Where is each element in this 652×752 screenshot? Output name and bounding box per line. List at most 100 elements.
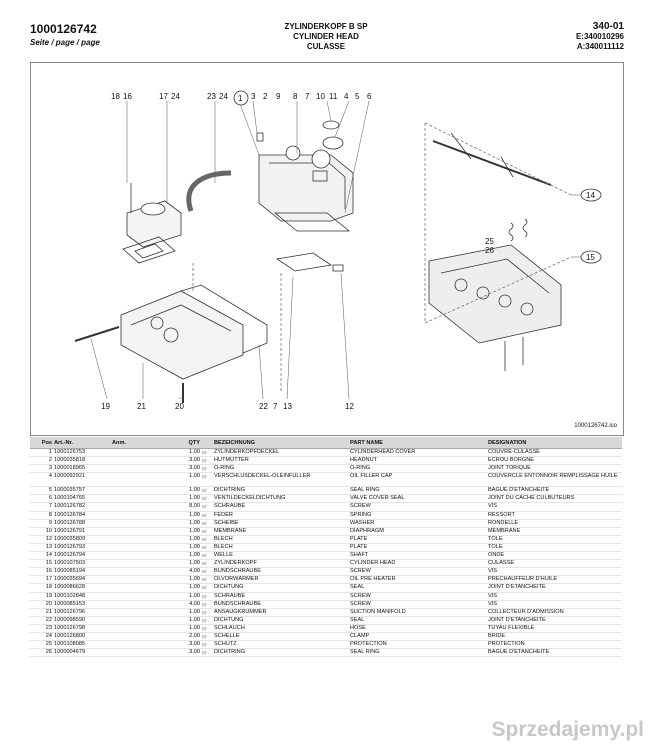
cell-anm [112, 520, 170, 527]
cell-anm [112, 568, 170, 575]
cell-designation: RESSORT [488, 511, 515, 518]
cell-designation: BAGUE D'ÉTANCHÉITÉ [488, 487, 550, 494]
cell-designation: PROTECTION [488, 641, 525, 648]
cell-part-name: SEAL RING [350, 649, 380, 656]
cell-part-name: OIL FILLER CAP [350, 473, 393, 480]
cell-qty: 1,00 [189, 519, 200, 526]
callout-18: 18 [111, 92, 120, 101]
cell-unit: ST [202, 585, 208, 591]
cell-designation: VIS [488, 592, 498, 599]
cell-pos: 5 [48, 487, 52, 494]
cell-part-name: SCREW [350, 503, 371, 510]
cell-designation: TÔLE [488, 543, 503, 550]
cell-pos: 23 [45, 624, 52, 631]
cell-part-name: SCREW [350, 568, 371, 575]
cell-anm [112, 503, 170, 510]
cell-anm [112, 465, 170, 472]
callout-6: 6 [367, 92, 372, 101]
cell-qty: 1,00 [189, 487, 200, 494]
cell-pos: 9 [48, 519, 52, 526]
cell-pos: 10 [45, 527, 52, 534]
callout-1: 1 [238, 94, 243, 103]
cell-qty: 1,00 [189, 527, 200, 534]
cell-qty: 1,00 [189, 608, 200, 615]
cell-unit: ST [202, 536, 208, 542]
cell-part-name: SHAFT [350, 552, 369, 559]
cell-anm [112, 495, 170, 502]
cell-part-name: CYLINDERHEAD COVER [350, 449, 416, 455]
cell-art-nr: 1000126793 [54, 543, 86, 550]
cell-bezeichnung: ANSAUGKRÜMMER [214, 608, 267, 615]
cell-qty: 3,00 [189, 641, 200, 648]
cell-bezeichnung: DICHTRING [214, 487, 246, 494]
section-number: 340-01 [592, 21, 624, 32]
cell-pos: 13 [45, 543, 52, 550]
cell-qty: 3,00 [189, 649, 200, 656]
callout-5: 5 [355, 92, 360, 101]
title-de: ZYLINDERKOPF B SP [284, 22, 368, 31]
cell-qty: 3,00 [189, 457, 200, 464]
cell-bezeichnung: VERSCHLUßDECKEL-ÖLEINFÜLLER [214, 473, 311, 480]
cell-part-name: WASHER [350, 519, 375, 526]
cell-part-name: HEADNUT [350, 457, 378, 464]
cell-qty: 4,00 [189, 568, 200, 575]
cell-designation: JOINT D'ÉTANCHÉITÉ [488, 616, 546, 623]
cell-qty: 1,00 [189, 616, 200, 623]
cell-qty: 2,00 [189, 632, 200, 639]
callout-23: 23 [207, 92, 216, 101]
cell-art-nr: 1000018965 [54, 465, 86, 472]
callout-9: 9 [276, 92, 281, 101]
cell-qty: 8,00 [189, 503, 200, 510]
title-en: CYLINDER HEAD [293, 32, 359, 41]
cell-bezeichnung: SCHRAUBE [214, 503, 246, 510]
callout-24: 24 [171, 92, 180, 101]
cell-bezeichnung: BLECH [214, 535, 233, 542]
cell-qty: 1,00 [189, 535, 200, 542]
cell-art-nr: 1000108085 [54, 641, 86, 648]
watermark-logo: Sprzedajemy.pl [491, 718, 645, 741]
cell-unit: ST [202, 528, 208, 534]
cell-unit: ST [202, 496, 208, 502]
cell-designation: VIS [488, 568, 498, 575]
cell-art-nr: 1000035818 [54, 457, 86, 464]
cell-designation: BRIDE [488, 632, 506, 639]
cell-designation: ONDE [488, 552, 505, 559]
cell-qty: 1,00 [189, 511, 200, 518]
cell-part-name: SCREW [350, 592, 371, 599]
cell-pos: 26 [45, 649, 52, 656]
cell-bezeichnung: DICHTUNG [214, 584, 244, 591]
cell-designation: COUVERCLE ENTONNOIR REMPLISSAGE HUILE [488, 473, 618, 480]
cell-bezeichnung: BLECH [214, 543, 233, 550]
cell-part-name: SUCTION MANIFOLD [350, 608, 406, 615]
cell-pos: 24 [45, 632, 52, 639]
cell-bezeichnung: BUNDSCHRAUBE [214, 568, 261, 575]
cell-art-nr: 1000104765 [54, 495, 86, 502]
cell-part-name: CYLINDER HEAD [350, 560, 396, 567]
cell-unit: ST [202, 642, 208, 648]
col-des: DESIGNATION [488, 439, 527, 446]
cell-pos: 18 [45, 584, 52, 591]
cell-unit: ST [202, 450, 208, 455]
cell-art-nr: 1000035694 [54, 576, 86, 583]
cell-designation: TUYAU FLEXIBLE [488, 624, 535, 631]
cell-designation: BAGUE D'ÉTANCHÉITÉ [488, 649, 550, 656]
cell-anm [112, 641, 170, 648]
cell-qty: 1,00 [189, 473, 200, 480]
cell-qty: 1,00 [189, 592, 200, 599]
cell-designation: CULASSE [488, 560, 515, 567]
callout-19: 19 [101, 402, 110, 411]
cell-part-name: HOSE [350, 624, 366, 631]
cell-pos: 19 [45, 592, 52, 599]
